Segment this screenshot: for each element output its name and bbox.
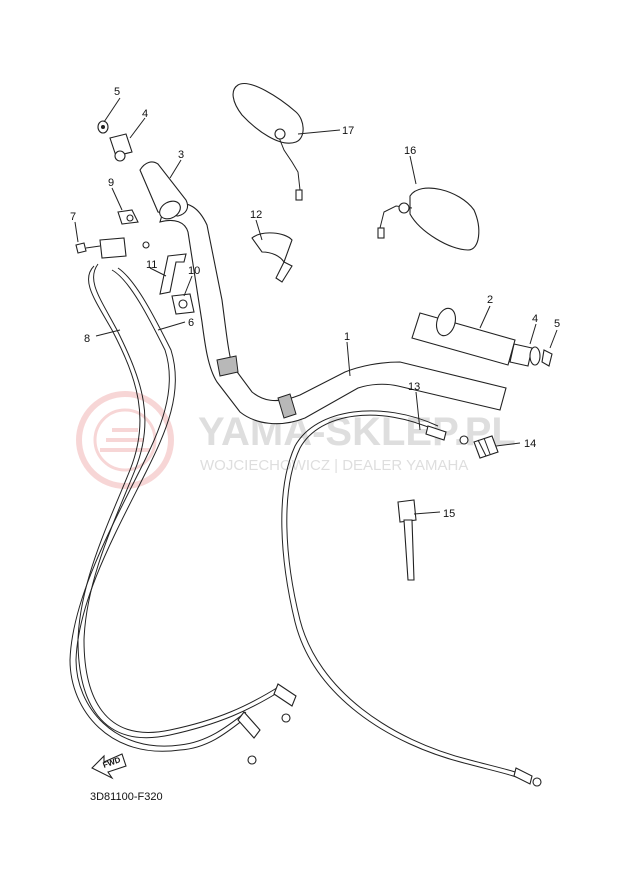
callout-4-right: 4	[532, 313, 538, 325]
callout-17: 17	[342, 125, 354, 137]
callout-8: 8	[84, 333, 90, 345]
holder-12	[251, 232, 293, 283]
cable-guide	[99, 237, 150, 259]
leader-lines	[74, 97, 558, 515]
callout-16: 16	[404, 145, 416, 157]
cable-end-upper	[273, 683, 297, 723]
watermark-dealer: WOJCIECHOWICZ | DEALER YAMAHA	[200, 457, 468, 474]
mirror-right	[377, 187, 480, 251]
holder-9	[117, 209, 139, 225]
callout-3: 3	[178, 149, 184, 161]
fwd-arrow-icon: FWD	[91, 753, 127, 780]
diagram-code: 3D81100-F320	[90, 791, 163, 803]
left-end-weight	[97, 120, 133, 162]
band-15	[397, 499, 417, 581]
cable-8	[77, 263, 283, 739]
callout-7: 7	[70, 211, 76, 223]
callout-5-left: 5	[114, 86, 120, 98]
throttle-holder-14	[473, 435, 499, 459]
cable-end-lower	[237, 711, 261, 765]
watermark-brand: YAMA-SKLEP.PL	[198, 410, 516, 454]
callout-14: 14	[524, 438, 536, 450]
handlebar	[159, 202, 507, 425]
callout-12: 12	[250, 209, 262, 221]
callout-2: 2	[487, 294, 493, 306]
callout-9: 9	[108, 177, 114, 189]
callout-11: 11	[146, 259, 157, 271]
callout-numbers: 5 4 3 9 7 12 11 10 6 8 17 16 2 4 5 1 13 …	[70, 86, 560, 520]
throttle-cable	[281, 410, 542, 787]
left-grip	[139, 161, 189, 220]
callout-6: 6	[188, 317, 194, 329]
right-end-weight	[509, 343, 553, 367]
callout-1: 1	[344, 331, 350, 343]
callout-13: 13	[408, 381, 420, 393]
callout-5-right: 5	[554, 318, 560, 330]
watermark-logo-icon	[76, 391, 174, 489]
mirror-left	[232, 83, 304, 201]
callout-15: 15	[443, 508, 455, 520]
callout-10: 10	[188, 265, 200, 277]
callout-4-left: 4	[142, 108, 148, 120]
bolt-7	[75, 242, 101, 254]
holder-10	[171, 293, 195, 315]
cable-6	[69, 267, 249, 752]
holder-11	[159, 253, 187, 295]
right-grip	[411, 307, 516, 366]
